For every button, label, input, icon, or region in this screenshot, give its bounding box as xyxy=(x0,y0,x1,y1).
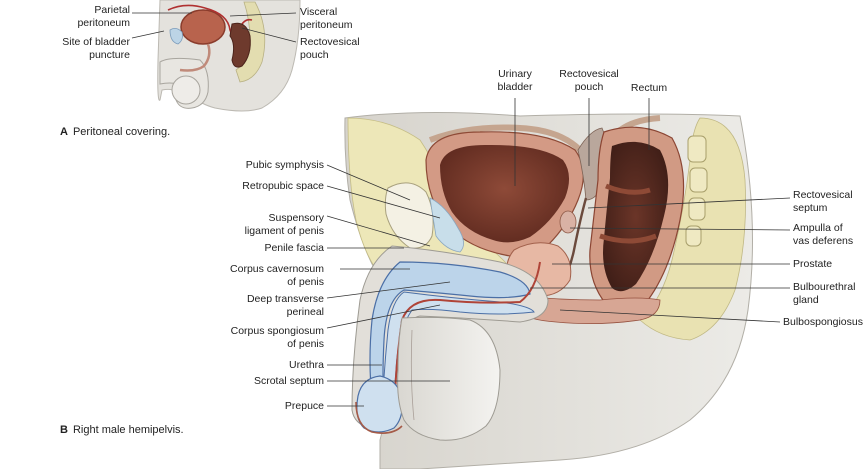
label-line: Urinary xyxy=(498,68,532,80)
label-corpus-cavernosum: Corpus cavernosum of penis xyxy=(200,263,324,289)
label-line: vas deferens xyxy=(793,235,854,247)
label-prostate: Prostate xyxy=(793,258,832,271)
label-scrotal-septum: Scrotal septum xyxy=(200,375,324,388)
panel-b-caption-text: Right male hemipelvis. xyxy=(72,424,184,436)
label-line: Urethra xyxy=(288,359,324,371)
prepuce-fold xyxy=(355,401,403,434)
label-penile-fascia: Penile fascia xyxy=(200,242,324,255)
label-line: Ampulla of xyxy=(793,222,843,234)
coccyx xyxy=(685,135,708,247)
panel-a-leaders xyxy=(131,12,297,43)
panel-b-letter: B xyxy=(60,424,68,436)
label-line: pouch xyxy=(300,49,329,61)
retropubic-space xyxy=(429,197,464,253)
label-line: peritoneum xyxy=(300,19,353,31)
label-line: perineal xyxy=(286,306,324,318)
label-line: Parietal xyxy=(94,4,130,16)
label-ampulla-vas-deferens: Ampulla of vas deferens xyxy=(793,222,853,248)
panel-a-bladder xyxy=(180,9,226,45)
label-line: puncture xyxy=(89,49,130,61)
glans-prepuce xyxy=(356,375,403,433)
label-line: bladder xyxy=(497,81,533,93)
panel-a-rectum xyxy=(229,22,251,68)
label-corpus-spongiosum: Corpus spongiosum of penis xyxy=(200,325,324,351)
panel-b-caption: B Right male hemipelvis. xyxy=(60,424,184,436)
label-line: Bulbourethral xyxy=(793,281,856,293)
label-line: Rectovesical xyxy=(559,68,619,80)
label-line: gland xyxy=(793,294,819,306)
panel-a-caption-text: Peritoneal covering. xyxy=(72,126,171,138)
label-deep-transverse-perineal: Deep transverse perineal xyxy=(200,293,324,319)
panel-a-letter: A xyxy=(60,126,68,138)
label-line: Bulbospongiosus xyxy=(783,316,863,328)
panel-a-urethra xyxy=(179,43,211,72)
label-line: Retropubic space xyxy=(242,180,324,192)
rectum-fold xyxy=(599,183,657,244)
scrotal-septum-line xyxy=(410,329,415,421)
label-line: Visceral xyxy=(300,6,338,18)
label-line: Scrotal septum xyxy=(253,375,324,387)
panel-a-puncture-site xyxy=(169,28,183,45)
label-prepuce: Prepuce xyxy=(200,400,324,413)
label-suspensory-ligament: Suspensory ligament of penis xyxy=(200,212,324,238)
label-line: Rectovesical xyxy=(300,36,360,48)
ampulla-vas-deferens xyxy=(559,210,577,234)
label-urinary-bladder: Urinary bladder xyxy=(485,68,545,94)
label-line: of penis xyxy=(287,276,324,288)
label-line: pouch xyxy=(574,81,604,93)
label-visceral-peritoneum: Visceral peritoneum xyxy=(300,6,353,32)
label-retropubic-space: Retropubic space xyxy=(200,180,324,193)
label-urethra: Urethra xyxy=(200,359,324,372)
label-line: Rectovesical xyxy=(793,189,853,201)
panel-b-illustration xyxy=(344,111,753,469)
panel-a-scrotum xyxy=(171,75,201,105)
panel-a-caption: A Peritoneal covering. xyxy=(60,126,170,138)
label-bulbospongiosus: Bulbospongiosus xyxy=(783,316,863,329)
label-line: ligament of penis xyxy=(244,225,324,237)
label-line: of penis xyxy=(287,338,324,350)
label-rectum: Rectum xyxy=(624,82,674,95)
label-rectovesical-pouch-a: Rectovesical pouch xyxy=(300,36,360,62)
label-parietal-peritoneum: Parietal peritoneum xyxy=(40,4,130,30)
bladder-lumen xyxy=(440,144,570,243)
label-line: septum xyxy=(793,202,828,214)
label-site-of-bladder-puncture: Site of bladder puncture xyxy=(30,36,130,62)
label-line: Deep transverse xyxy=(246,293,324,305)
panel-a-peritoneum-line xyxy=(167,4,253,37)
panel-a-illustration xyxy=(157,0,301,112)
label-line: peritoneum xyxy=(77,17,130,29)
label-line: Prostate xyxy=(793,258,833,270)
label-bulbourethral-gland: Bulbourethral gland xyxy=(793,281,855,307)
label-line: Pubic symphysis xyxy=(245,159,324,171)
scrotum xyxy=(397,316,501,441)
corpus-cavernosum xyxy=(369,261,531,404)
label-line: Corpus cavernosum xyxy=(230,263,324,275)
label-rectovesical-septum: Rectovesical septum xyxy=(793,189,853,215)
label-line: Penile fascia xyxy=(264,242,324,254)
label-line: Suspensory xyxy=(268,212,324,224)
label-line: Site of bladder xyxy=(62,36,130,48)
panel-b-leaders xyxy=(326,98,791,407)
pubic-symphysis xyxy=(384,182,434,249)
label-pubic-symphysis: Pubic symphysis xyxy=(200,159,324,172)
label-line: Corpus spongiosum xyxy=(230,325,324,337)
rectum-lumen xyxy=(603,141,669,292)
label-rectovesical-pouch-b: Rectovesical pouch xyxy=(551,68,627,94)
label-line: Rectum xyxy=(630,82,668,94)
label-line: Prepuce xyxy=(284,400,324,412)
